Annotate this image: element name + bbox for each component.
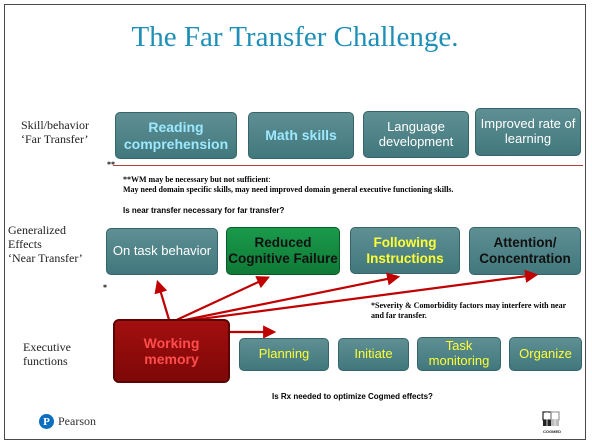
reduced-cognitive-failure-box: Reduced Cognitive Failure	[226, 227, 340, 275]
row-label-line: Effects	[8, 237, 42, 251]
pearson-p-icon: P	[39, 414, 54, 429]
following-instructions-box: Following Instructions	[350, 227, 460, 274]
organize-box: Organize	[509, 337, 582, 371]
row-label-line: Executive	[23, 340, 71, 354]
reading-comprehension-box: Reading comprehension	[115, 112, 237, 159]
wm-note-colon: :	[268, 175, 271, 184]
on-task-behavior-box: On task behavior	[106, 228, 218, 275]
wm-note: **WM may be necessary but not sufficient…	[123, 175, 454, 195]
single-star-marker: *	[103, 283, 107, 292]
near-transfer-question: Is near transfer necessary for far trans…	[123, 206, 285, 215]
task-monitoring-box: Task monitoring	[417, 337, 501, 371]
row-label-executive-functions: Executive functions	[23, 340, 71, 368]
row-label-line: ‘Near Transfer’	[8, 251, 83, 265]
wm-note-line-2: May need domain specific skills, may nee…	[123, 185, 454, 194]
cogmed-brain-icon	[542, 411, 560, 426]
pearson-wordmark: Pearson	[58, 414, 96, 428]
influence-arrows	[154, 269, 539, 339]
improved-rate-of-learning-box: Improved rate of learning	[475, 108, 581, 156]
row-label-line: Generalized	[8, 223, 66, 237]
arrow-to-on-task-behavior	[154, 279, 172, 324]
row-label-line: ‘Far Transfer’	[21, 132, 89, 146]
arrow-to-following-instructions	[169, 272, 401, 325]
slide: The Far Transfer Challenge. Skill/behavi…	[4, 4, 586, 440]
working-memory-box: Working memory	[113, 319, 230, 383]
double-star-marker: **	[107, 160, 115, 169]
row-label-generalized-effects: Generalized Effects ‘Near Transfer’	[8, 223, 83, 265]
attention-concentration-box: Attention/ Concentration	[469, 227, 581, 275]
severity-note: *Severity & Comorbidity factors may inte…	[371, 301, 566, 320]
rx-question: Is Rx needed to optimize Cogmed effects?	[272, 392, 433, 401]
planning-box: Planning	[239, 338, 329, 371]
divider-line	[113, 165, 583, 166]
math-skills-box: Math skills	[248, 112, 354, 159]
wm-note-bold: **WM may be necessary but not sufficient	[123, 175, 269, 184]
row-label-skill-behavior: Skill/behavior ‘Far Transfer’	[21, 118, 89, 146]
row-label-line: functions	[23, 354, 68, 368]
row-label-line: Skill/behavior	[21, 118, 89, 132]
language-development-box: Language development	[363, 111, 469, 158]
initiate-box: Initiate	[338, 338, 409, 371]
arrow-to-reduced-cognitive-failure	[169, 276, 270, 324]
cogmed-logo: COGMED	[539, 410, 565, 434]
slide-title: The Far Transfer Challenge.	[131, 21, 459, 53]
pearson-logo: P Pearson	[39, 414, 96, 429]
wm-note-line-1: **WM may be necessary but not sufficient…	[123, 175, 454, 185]
cogmed-wordmark: COGMED	[543, 429, 561, 434]
arrow-to-attention-concentration	[169, 269, 539, 325]
